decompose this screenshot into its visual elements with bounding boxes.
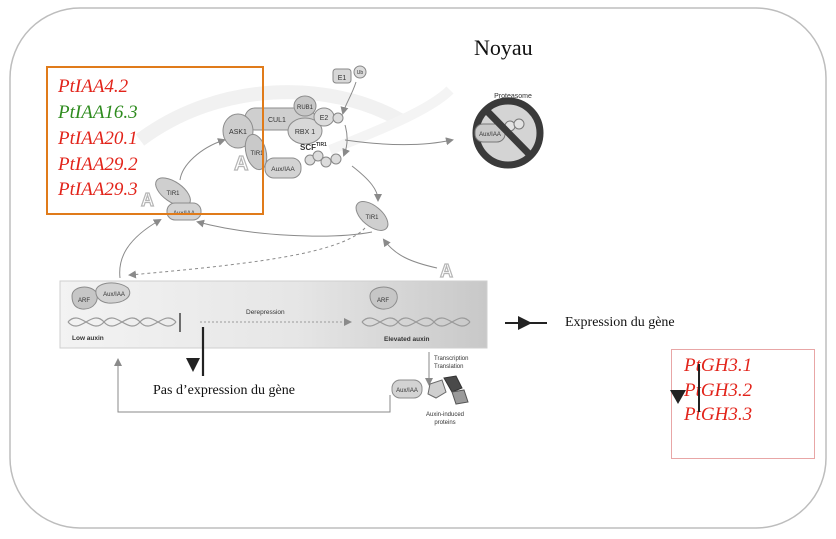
e1-box — [332, 68, 352, 84]
svg-text:Aux/IAA: Aux/IAA — [479, 132, 501, 138]
gene-band — [59, 280, 488, 349]
ask1-shape — [222, 113, 254, 149]
svg-text:Aux/IAA: Aux/IAA — [396, 388, 418, 394]
svg-text:RUB1: RUB1 — [297, 105, 314, 111]
svg-text:TIR1: TIR1 — [250, 151, 264, 157]
svg-text:SCFTIR1: SCFTIR1 — [300, 142, 327, 152]
gh3-item-2: PtGH3.2 — [684, 380, 753, 401]
nucleus-outline — [9, 7, 827, 529]
svg-text:TIR1: TIR1 — [166, 191, 180, 197]
gene-box-right — [671, 349, 815, 459]
svg-text:Transcription: Transcription — [434, 356, 468, 362]
gene-item-2: PtIAA16.3 — [58, 102, 138, 123]
svg-text:Translation: Translation — [434, 364, 463, 370]
arf-right — [369, 286, 398, 310]
expression-symbol — [505, 316, 547, 330]
aux-iaa-bottom — [391, 379, 423, 399]
svg-text:Aux/IAA: Aux/IAA — [271, 166, 295, 173]
svg-text:A: A — [234, 153, 248, 175]
rbx1-shape — [287, 117, 323, 145]
svg-text:RBX 1: RBX 1 — [295, 129, 315, 136]
nucleus-title: Noyau — [474, 35, 533, 60]
arf-left — [71, 286, 98, 310]
gh3-item-1: PtGH3.1 — [684, 355, 753, 376]
aux-iaa-left — [166, 202, 202, 221]
svg-text:Auxin-induced: Auxin-induced — [426, 412, 464, 418]
svg-text:E2: E2 — [320, 115, 329, 122]
svg-text:A: A — [440, 261, 453, 281]
svg-text:ARF: ARF — [377, 298, 389, 304]
gene-box-left — [46, 66, 264, 215]
svg-text:proteins: proteins — [434, 420, 455, 426]
tir1-scf-shape — [244, 133, 268, 171]
tir1-right — [355, 201, 389, 231]
no-expression-label: Pas d’expression du gène — [153, 383, 295, 398]
gh3-item-3: PtGH3.3 — [684, 404, 753, 425]
gene-item-4: PtIAA29.2 — [58, 154, 138, 175]
svg-text:TIR1: TIR1 — [365, 215, 379, 221]
aux-iaa-scf — [264, 157, 302, 179]
dna-left — [67, 317, 177, 327]
svg-text:Low auxin: Low auxin — [72, 335, 104, 342]
ub-circle — [353, 65, 367, 79]
gene-item-5: PtIAA29.3 — [58, 179, 138, 200]
dna-right — [361, 317, 471, 327]
gene-item-1: PtIAA4.2 — [58, 76, 129, 97]
svg-text:Aux/IAA: Aux/IAA — [103, 292, 125, 298]
svg-text:ASK1: ASK1 — [229, 129, 247, 136]
svg-text:A: A — [141, 190, 154, 210]
gene-item-3: PtIAA20.1 — [58, 128, 138, 149]
protein-3 — [451, 389, 469, 405]
svg-text:Derepression: Derepression — [246, 309, 285, 316]
no-expression-symbol — [186, 327, 205, 376]
protein-2 — [443, 375, 463, 393]
expression-label: Expression du gène — [565, 315, 675, 330]
svg-text:E1: E1 — [338, 75, 347, 82]
aux-iaa-band — [95, 282, 131, 304]
svg-text:Elevated auxin: Elevated auxin — [384, 336, 430, 343]
protein-1 — [427, 379, 447, 399]
svg-text:ARF: ARF — [78, 298, 90, 304]
svg-text:CUL1: CUL1 — [268, 117, 286, 124]
svg-text:Proteasome: Proteasome — [494, 93, 532, 100]
rub1-shape — [293, 95, 317, 117]
svg-text:Ub: Ub — [357, 70, 364, 76]
